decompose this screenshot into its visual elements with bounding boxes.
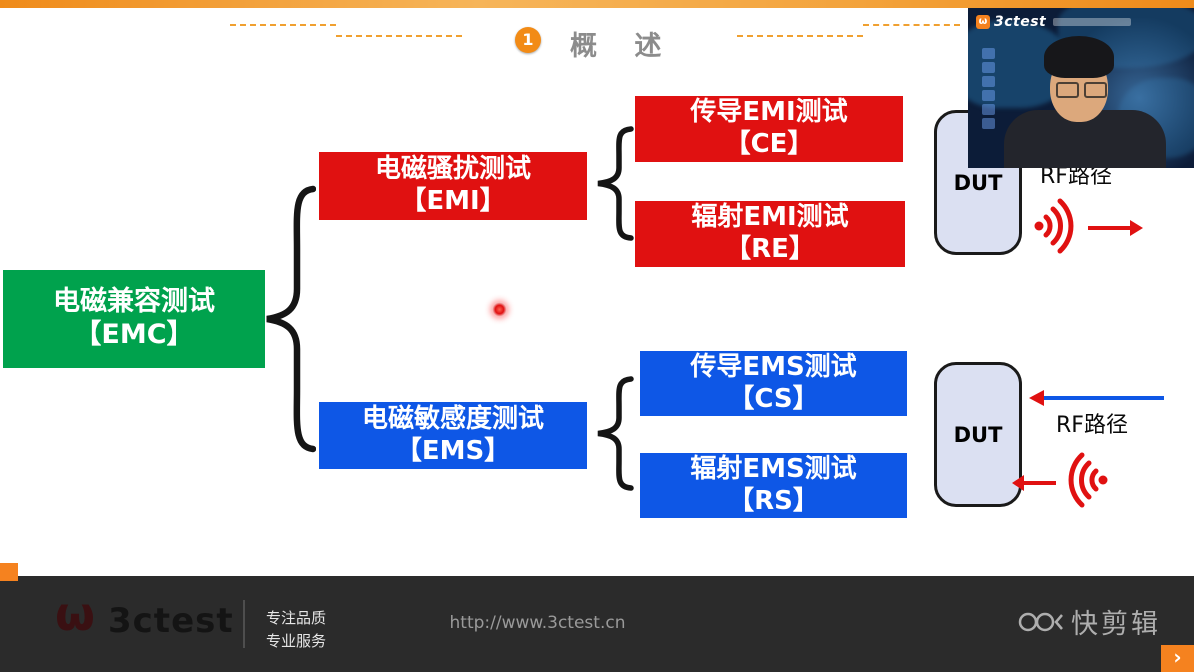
dut-top-label: DUT: [953, 170, 1003, 195]
watermark: 快剪辑: [1018, 602, 1161, 641]
webcam-overlay: ω 3ctest: [968, 8, 1194, 168]
watermark-text: 快剪辑: [1071, 609, 1161, 640]
webcam-brand-text: 3ctest: [994, 14, 1047, 30]
radiation-emission-icon: [1034, 198, 1074, 254]
presenter-hair: [1044, 36, 1114, 78]
rf-path-label-bottom: RF路径: [1056, 413, 1128, 438]
footer-url: http://www.3ctest.cn: [449, 613, 626, 633]
node-emi-line1: 电磁骚扰测试: [374, 154, 531, 185]
curly-brace-ems: [597, 376, 634, 491]
glasses-icon: [1056, 82, 1107, 98]
dashed-divider-right: [863, 24, 960, 26]
node-ce-line1: 传导EMI测试: [690, 97, 848, 128]
radiation-immunity-icon: [1068, 452, 1108, 508]
node-emc-line2: 【EMC】: [74, 319, 194, 350]
webcam-brand: ω 3ctest: [976, 14, 1132, 30]
node-rs-line2: 【RS】: [728, 485, 819, 516]
node-re-line1: 辐射EMI测试: [691, 202, 849, 233]
footer-logo-icon: ω: [55, 587, 95, 641]
arrow-right-icon: [1088, 220, 1143, 236]
webcam-brand-subtext-blur: [1053, 18, 1132, 26]
dashed-divider-right: [737, 35, 863, 37]
footer-brand-text: 3ctest: [108, 601, 234, 641]
node-ems-line1: 电磁敏感度测试: [361, 403, 544, 434]
rf-path-label-top: RF路径: [1040, 164, 1112, 189]
dashed-divider-left: [230, 24, 336, 26]
slide-number-badge: 1: [515, 27, 541, 53]
node-ems: 电磁敏感度测试 【EMS】: [319, 402, 587, 469]
footer-tagline: 专注品质 专业服务: [266, 607, 326, 652]
arrow-left-conducted-icon: [1029, 390, 1164, 406]
laser-pointer-dot: [492, 302, 507, 317]
watermark-logo-icon: [1018, 612, 1063, 631]
dut-box-bottom: DUT: [934, 362, 1022, 507]
footer-bar: ω 3ctest 专注品质 专业服务 http://www.3ctest.cn …: [0, 576, 1194, 672]
node-ce-line2: 【CE】: [724, 129, 814, 159]
node-emc-line1: 电磁兼容测试: [53, 286, 215, 318]
footer-tagline-line2: 专业服务: [266, 631, 327, 650]
node-re-line2: 【RE】: [725, 234, 815, 264]
footer-tagline-line1: 专注品质: [266, 609, 327, 627]
footer-divider: [243, 600, 245, 648]
top-accent-bar: [0, 0, 1194, 8]
curly-brace-root: [266, 185, 316, 453]
node-emi-line2: 【EMI】: [400, 186, 506, 216]
node-cs: 传导EMS测试 【CS】: [640, 351, 907, 416]
curly-brace-emi: [597, 126, 634, 241]
node-cs-line2: 【CS】: [728, 383, 819, 414]
dashed-divider-left: [336, 35, 462, 37]
node-emc: 电磁兼容测试 【EMC】: [3, 270, 265, 368]
node-ce: 传导EMI测试 【CE】: [635, 96, 903, 162]
node-rs-line1: 辐射EMS测试: [690, 453, 857, 484]
node-rs: 辐射EMS测试 【RS】: [640, 453, 907, 518]
slide-title: 概 述: [570, 31, 676, 62]
next-page-button[interactable]: ›: [1161, 645, 1194, 672]
arrow-left-icon: [1012, 475, 1056, 491]
webcam-vertical-text-strip: [982, 48, 995, 129]
node-emi: 电磁骚扰测试 【EMI】: [319, 152, 587, 220]
brand-logo-icon: ω: [976, 15, 990, 29]
footer-corner-accent: [0, 563, 18, 581]
node-cs-line1: 传导EMS测试: [690, 351, 857, 382]
node-ems-line2: 【EMS】: [395, 435, 511, 466]
node-re: 辐射EMI测试 【RE】: [635, 201, 905, 267]
dut-bottom-label: DUT: [953, 422, 1003, 447]
